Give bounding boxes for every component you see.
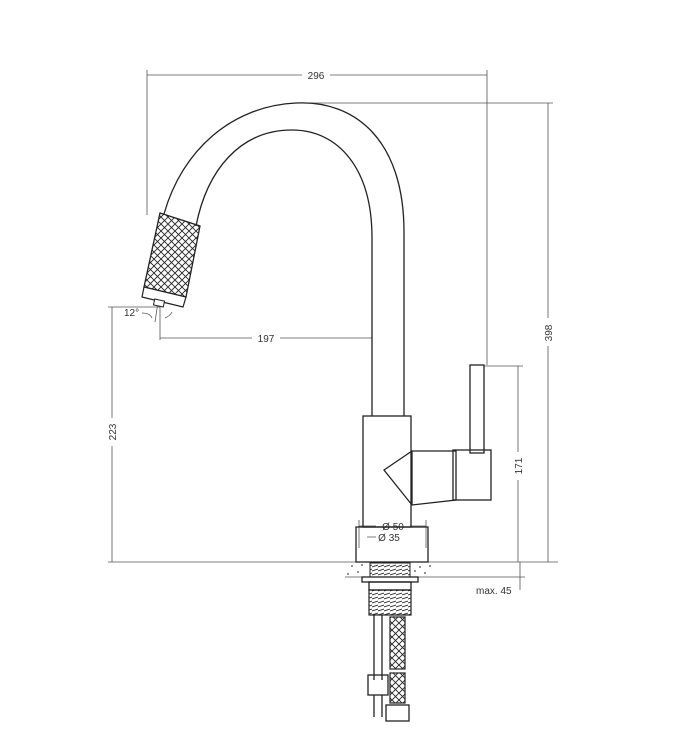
dimension-reach: 197 xyxy=(159,305,373,345)
faucet-body xyxy=(355,415,429,563)
dimension-width: 296 xyxy=(146,69,488,365)
dim-12-deg: 12° xyxy=(124,308,139,319)
spray-head xyxy=(141,212,201,308)
dim-398: 398 xyxy=(544,324,555,341)
spout xyxy=(163,102,405,416)
dimension-handle-height: 171 xyxy=(484,365,525,562)
dimension-base: Ø 50 Ø 35 xyxy=(358,520,427,548)
dim-171: 171 xyxy=(514,457,525,474)
dim-223: 223 xyxy=(108,423,119,440)
dim-197: 197 xyxy=(258,334,275,345)
dimension-height: 398 xyxy=(300,102,555,562)
dim-diameter-35: Ø 35 xyxy=(378,533,400,544)
mounting-shank xyxy=(361,562,419,616)
supply-hoses xyxy=(367,615,410,722)
dim-max-45: max. 45 xyxy=(476,586,512,597)
lever-handle xyxy=(383,364,492,506)
dim-296: 296 xyxy=(308,71,325,82)
dimension-spout-height: 223 xyxy=(106,306,160,562)
dimension-angle: 12° xyxy=(124,301,173,323)
dimension-countertop: max. 45 xyxy=(108,561,558,597)
